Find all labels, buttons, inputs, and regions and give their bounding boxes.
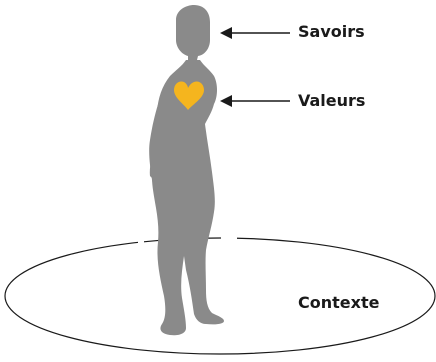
- person-head: [176, 5, 210, 64]
- label-contexte: Contexte: [298, 295, 379, 311]
- label-valeurs: Valeurs: [298, 93, 365, 109]
- arrow-left-icon: [220, 95, 232, 107]
- valeurs-arrow: [220, 95, 290, 107]
- ellipse-gap-left: [138, 225, 144, 265]
- savoirs-arrow: [220, 27, 290, 39]
- ellipse-gap-right: [221, 225, 237, 265]
- arrow-left-icon: [220, 27, 232, 39]
- person-figure-icon: [149, 5, 224, 335]
- label-savoirs: Savoirs: [298, 24, 365, 40]
